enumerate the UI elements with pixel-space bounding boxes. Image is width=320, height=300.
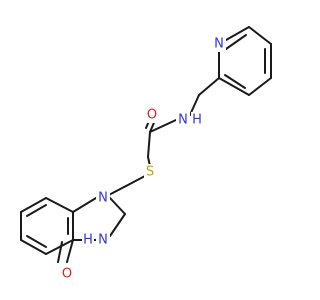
quinazoline-bond xyxy=(109,197,126,215)
ketone-bond xyxy=(66,239,74,263)
pyridine-bond xyxy=(248,77,272,96)
benzene-bond xyxy=(20,239,47,255)
pyridine-bond xyxy=(248,26,272,45)
benzene-bond xyxy=(20,197,47,213)
quinazoline-n3-label: N H xyxy=(82,232,110,248)
atom-label-amide-n: N xyxy=(178,113,188,128)
bond-lines xyxy=(20,26,272,263)
carbonyl-oxygen-label: O xyxy=(145,107,159,123)
atom-label-quinazoline-n1: N xyxy=(98,191,108,206)
benzene-double-bond xyxy=(26,204,47,217)
chemical-structure-diagram: N N H O S N N H O xyxy=(20,26,272,282)
thioether-sulfur-label: S xyxy=(144,164,156,180)
pyridine-double-bond xyxy=(225,34,247,50)
quinazoline-bond xyxy=(72,197,97,213)
atom-label-amide-h: H xyxy=(192,113,202,128)
atom-label-quinazoline-n3: N xyxy=(98,233,108,248)
amide-bond xyxy=(149,119,177,133)
amide-nitrogen-label: N H xyxy=(176,112,203,128)
atom-label-thioether-s: S xyxy=(146,165,154,180)
atom-label-carbonyl-o: O xyxy=(147,108,157,123)
thioether-bond xyxy=(125,175,146,187)
atom-label-pyridine-n: N xyxy=(214,37,224,52)
ketone-oxygen-label: O xyxy=(60,266,74,282)
methylene-bond xyxy=(198,77,220,96)
quinazoline-bond xyxy=(109,213,126,237)
atom-labels: N N H O S N N H O xyxy=(60,36,226,282)
pyridine-double-bond xyxy=(224,74,246,89)
atom-label-ketone-o: O xyxy=(62,267,72,282)
atom-label-quinazoline-n3-h: H xyxy=(83,233,93,248)
methylene-bond xyxy=(189,94,200,116)
pyridine-bond xyxy=(218,77,250,96)
quinazoline-n1-label: N xyxy=(96,190,110,206)
benzene-bond xyxy=(45,197,74,213)
benzene-double-bond xyxy=(26,235,47,248)
alpha-carbon-bond xyxy=(147,131,151,158)
pyridine-nitrogen-label: N xyxy=(212,36,226,52)
benzene-bond xyxy=(45,239,74,255)
